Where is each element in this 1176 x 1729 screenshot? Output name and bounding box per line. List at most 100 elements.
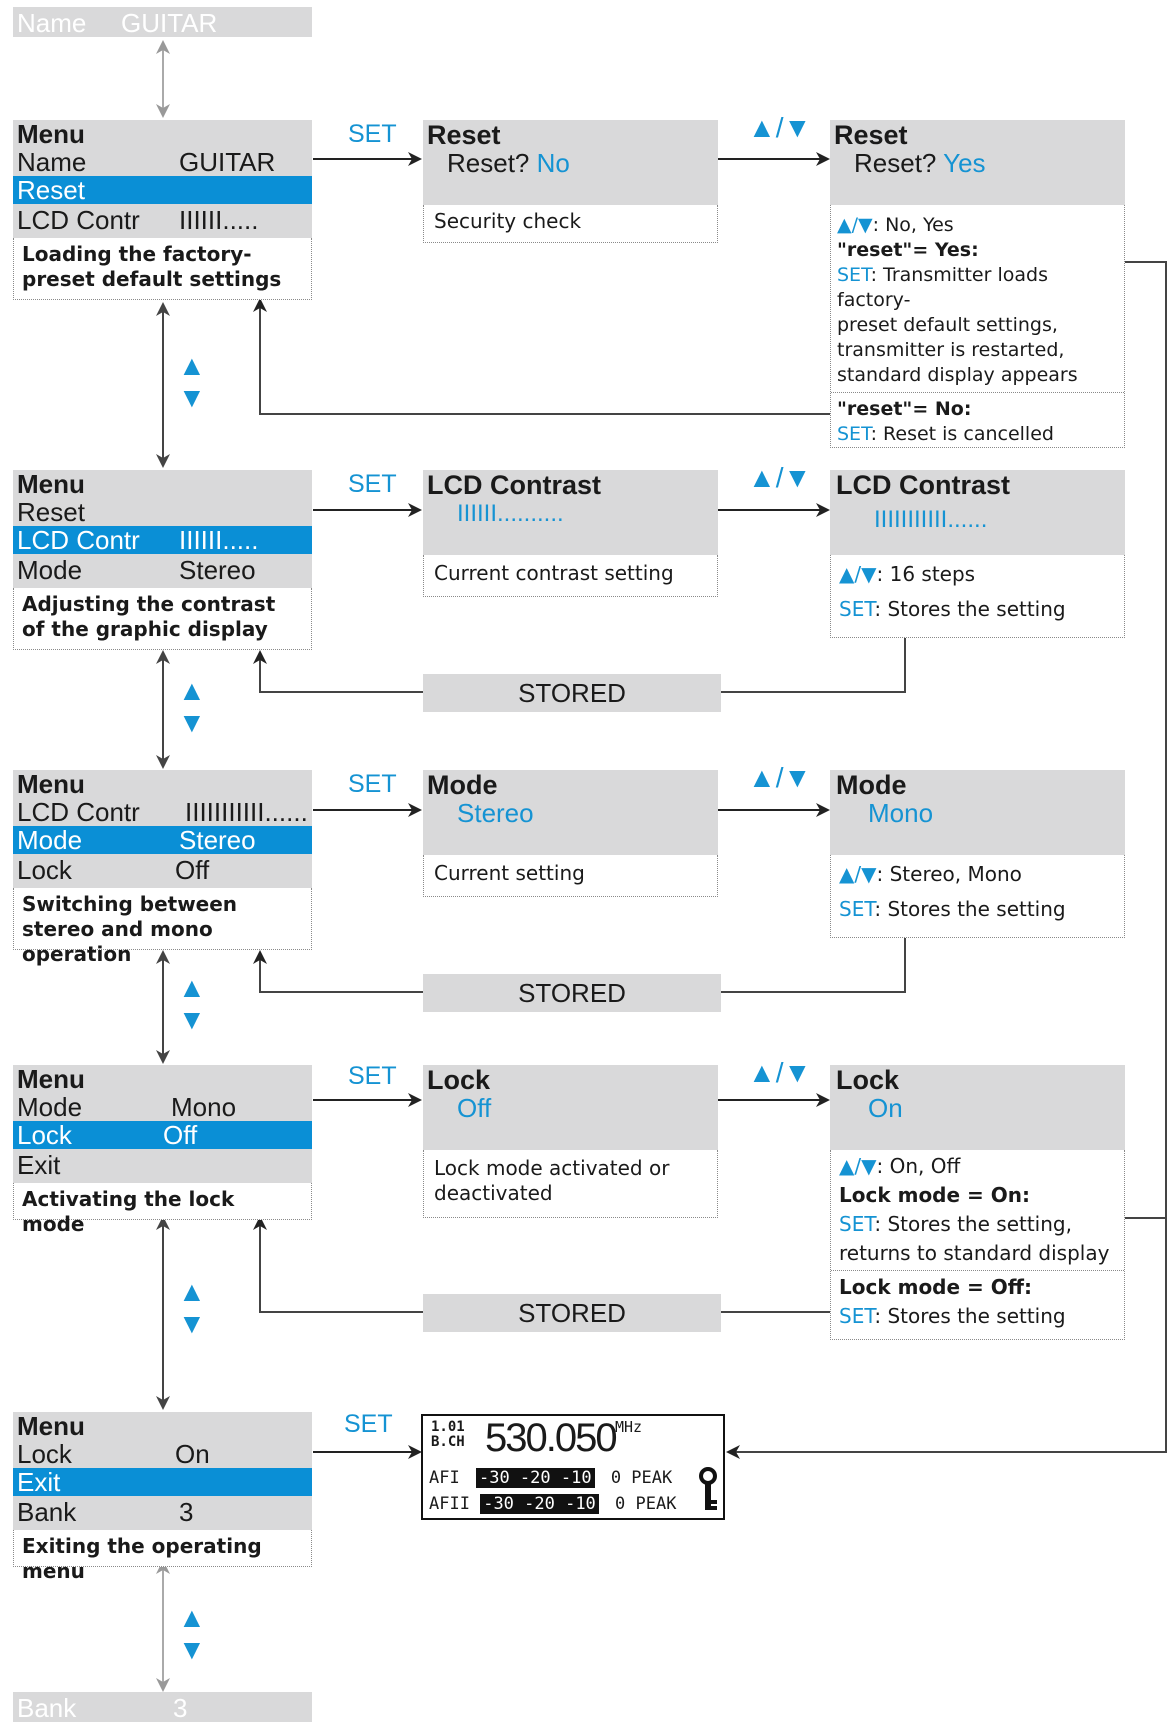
screen-value: Stereo	[457, 798, 534, 828]
channel-label: B.CH	[431, 1434, 465, 1450]
afi-label: AFI	[429, 1468, 460, 1488]
mode-help-box: ▲/▼: Stereo, Mono SET: Stores the settin…	[830, 855, 1125, 938]
help-heading: "reset"= Yes:	[837, 239, 979, 261]
afii-peak: 0 PEAK	[615, 1494, 677, 1514]
bottom-bank-value: 3	[173, 1693, 188, 1723]
menu-row-label: LCD Contr	[17, 797, 140, 827]
arrows-icon: ▲/▼	[837, 214, 873, 236]
menu-panel-exit: Menu Lock On Exit Bank 3	[13, 1412, 312, 1530]
menu-row-value: 3	[179, 1497, 194, 1527]
menu-row-selected[interactable]: Exit	[13, 1468, 312, 1496]
menu-title: Menu	[17, 1411, 85, 1441]
screen-value: No	[536, 148, 570, 178]
stored-banner: STORED	[423, 974, 721, 1012]
menu-description: Loading the factory-preset default setti…	[13, 238, 312, 300]
menu-row-selected[interactable]: LCD Contr IIIIII.....	[13, 526, 312, 554]
top-status-bar: Name GUITAR	[13, 7, 312, 38]
set-label: SET	[348, 120, 397, 148]
menu-row-value: Stereo	[179, 825, 256, 855]
menu-description: Switching between stereo and mono operat…	[13, 888, 312, 966]
screen-value: On	[868, 1093, 903, 1123]
contrast-screen-current: LCD Contrast IIIIII..........	[423, 470, 718, 555]
up-down-icon: ▲▼	[178, 1602, 206, 1665]
set-label: SET	[348, 470, 397, 498]
help-heading: Lock mode = On:	[839, 1183, 1030, 1207]
menu-row-selected[interactable]: Reset	[13, 176, 312, 204]
screen-title: LCD Contrast	[427, 470, 601, 500]
help-heading: "reset"= No:	[831, 392, 1124, 422]
stored-banner: STORED	[423, 1294, 721, 1332]
up-down-arrows-icon: ▲/▼	[748, 462, 812, 493]
bottom-bank-label: Bank	[17, 1693, 77, 1723]
menu-row-value: Stereo	[179, 555, 256, 585]
up-down-arrows-icon: ▲/▼	[748, 1057, 812, 1088]
help-text: : Stores the setting	[874, 597, 1066, 621]
menu-description: Adjusting the contrast of the graphic di…	[13, 588, 312, 650]
set-word: SET	[839, 1212, 875, 1236]
help-text: transmitter is restarted,	[837, 339, 1065, 361]
set-word: SET	[839, 597, 875, 621]
reset-help-box: ▲/▼: No, Yes "reset"= Yes: SET : Transmit…	[830, 205, 1125, 448]
menu-row-label: Mode	[17, 555, 83, 585]
screen-title: Lock	[836, 1065, 900, 1095]
arrows-icon: ▲/▼	[839, 1154, 877, 1178]
screen-value: IIIIIIIIIII......	[874, 506, 988, 533]
help-text: : Stores the setting,	[874, 1212, 1072, 1236]
menu-row-label: Bank	[17, 1497, 77, 1527]
frequency-unit: MHz	[615, 1418, 643, 1436]
screen-value: IIIIII..........	[457, 500, 564, 527]
menu-description: Exiting the operating menu	[13, 1530, 312, 1583]
menu-row-label: Lock	[17, 855, 72, 885]
mode-screen-new: Mode Mono	[830, 770, 1125, 855]
menu-row-label: Exit	[17, 1150, 61, 1180]
standard-lcd-display: 1.01 B.CH 530.050 MHz AFI -30 -20 -10 0 …	[421, 1414, 725, 1520]
contrast-help-box: ▲/▼: 16 steps SET: Stores the setting	[830, 555, 1125, 638]
help-text: : Stores the setting	[874, 1304, 1066, 1328]
help-text: : Stores the setting	[874, 897, 1066, 921]
help-text: : 16 steps	[876, 562, 976, 586]
set-label: SET	[348, 770, 397, 798]
top-name-value: GUITAR	[121, 8, 218, 38]
screen-description: Lock mode activated or deactivated	[423, 1150, 718, 1218]
menu-description: Activating the lock mode	[13, 1183, 312, 1236]
help-text: : On, Off	[876, 1154, 961, 1178]
menu-row-value: Mono	[171, 1092, 237, 1122]
menu-row-label: LCD Contr	[17, 525, 140, 555]
afii-label: AFII	[429, 1494, 470, 1514]
stored-banner: STORED	[423, 674, 721, 712]
menu-row-label: Mode	[17, 825, 83, 855]
menu-row-label: Lock	[17, 1439, 72, 1469]
menu-row-label: Mode	[17, 1092, 83, 1122]
lock-screen-new: Lock On	[830, 1065, 1125, 1150]
screen-prompt: Reset?	[447, 148, 537, 178]
set-word: SET	[839, 1304, 875, 1328]
menu-row-label: LCD Contr	[17, 205, 140, 235]
up-down-icon: ▲▼	[178, 972, 206, 1035]
bottom-status-bar: Bank 3	[13, 1692, 312, 1723]
lock-help-box: ▲/▼: On, Off Lock mode = On: SET: Stores…	[830, 1150, 1125, 1340]
set-word: SET	[837, 423, 871, 445]
menu-title: Menu	[17, 1064, 85, 1094]
set-label: SET	[348, 1062, 397, 1090]
key-lock-icon	[699, 1467, 717, 1510]
menu-row-value: On	[175, 1439, 210, 1469]
top-name-label: Name	[17, 8, 87, 38]
help-text: : No, Yes	[872, 214, 954, 236]
up-down-icon: ▲▼	[178, 350, 206, 413]
menu-row-label: Reset	[17, 175, 85, 205]
help-text: returns to standard display	[839, 1241, 1110, 1265]
bank-number: 1.01	[431, 1419, 465, 1435]
help-heading: Lock mode = Off:	[831, 1270, 1124, 1302]
menu-row-label: Exit	[17, 1467, 61, 1497]
menu-row-value: IIIIII.....	[179, 525, 259, 555]
help-text: : Transmitter loads factory-	[837, 264, 1048, 311]
menu-row-selected[interactable]: Mode Stereo	[13, 826, 312, 854]
menu-row-value: Off	[175, 855, 210, 885]
screen-value: Yes	[943, 148, 986, 178]
help-text: preset default settings,	[837, 314, 1058, 336]
contrast-screen-new: LCD Contrast IIIIIIIIIII......	[830, 470, 1125, 555]
screen-description: Current setting	[423, 855, 718, 897]
